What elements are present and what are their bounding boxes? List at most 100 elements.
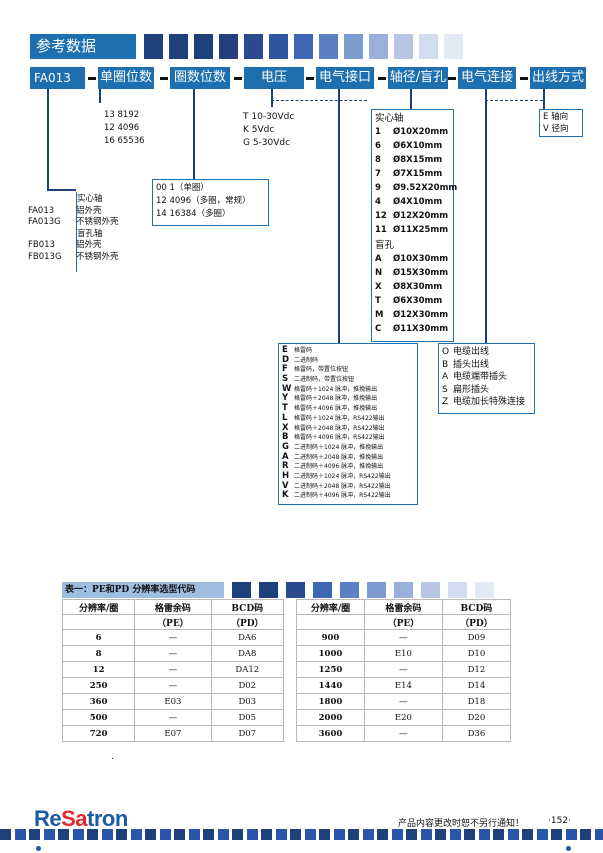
header-square <box>269 34 288 59</box>
code-dash <box>88 77 96 80</box>
code-segment: 单圈位数 <box>98 67 154 89</box>
footer-note: 产品内容更改时恕不另行通知！ <box>398 819 525 829</box>
table-header-square <box>421 582 440 598</box>
shaft-code: 11 <box>375 225 387 235</box>
connector-line <box>47 189 76 191</box>
footer-square <box>72 829 84 840</box>
multi-turn-bits-box: 00 1（单圈）12 4096（多圈，常规）14 16384（多圈） <box>152 179 269 226</box>
shaft-size: Ø4X10mm <box>393 197 443 207</box>
table-header-square <box>448 582 467 598</box>
connection-desc: 扁形插头 <box>453 384 490 395</box>
interface-code: K <box>282 490 289 501</box>
table-cell: D12 <box>441 661 512 678</box>
code-dash <box>306 77 314 80</box>
table-row: 1800—D18 <box>296 693 512 710</box>
shaft-code: 6 <box>375 141 381 151</box>
footer-square <box>362 829 374 840</box>
connection-item: S 扁形插头 <box>442 384 531 397</box>
footer-square <box>58 829 69 840</box>
interface-code: F <box>282 364 288 375</box>
header-square <box>144 34 163 59</box>
shaft-code: 8 <box>375 155 381 165</box>
model-code-text: FA013G <box>28 217 61 227</box>
interface-desc: 二进制码＋1024 脉冲，推挽输出 <box>294 443 384 451</box>
table-cell: E20 <box>363 709 443 726</box>
table-subheader: （PD） <box>210 614 285 630</box>
table-subheader: （PE） <box>134 614 212 630</box>
model-code-text: FB013 <box>28 240 55 250</box>
table-cell: — <box>134 709 212 726</box>
footer-square <box>333 829 345 840</box>
connection-desc: 插头出线 <box>453 359 490 370</box>
interface-desc: 格雷码＋1024 脉冲，推挽输出 <box>294 385 378 393</box>
table-cell: D36 <box>441 725 512 742</box>
footer-square <box>188 829 200 840</box>
table-cell: DA8 <box>210 645 285 662</box>
interface-code: L <box>282 412 288 423</box>
table-header-square <box>340 582 359 598</box>
table-header: BCD码 <box>210 599 285 615</box>
table-cell: 3600 <box>296 725 365 742</box>
connection-code: S <box>442 384 448 395</box>
table-row: 250—D02 <box>61 677 285 694</box>
single-turn-bits-item: 12 4096 <box>104 123 140 133</box>
connector-line <box>485 89 487 343</box>
header-square <box>169 34 188 59</box>
table-header-square <box>286 582 305 598</box>
shaft-size: Ø12X30mm <box>393 310 449 320</box>
table-row: 900—D09 <box>296 629 512 646</box>
table-row: 6—DA6 <box>61 629 285 646</box>
table-row: 8—DA8 <box>61 645 285 662</box>
shaft-size: Ø10X30mm <box>393 254 449 264</box>
header-square <box>319 34 338 59</box>
model-desc: 铝外壳 <box>76 205 102 216</box>
footer-decor <box>0 829 603 840</box>
code-segment: 电气接口 <box>316 67 374 89</box>
interface-desc: 二进制码，带置位按钮 <box>294 376 355 384</box>
table-cell: 8 <box>61 645 136 662</box>
multi-turn-bits-item: 12 4096（多圈，常规） <box>156 196 251 206</box>
voltage-item: G 5-30Vdc <box>243 138 291 148</box>
shaft-code: 9 <box>375 183 381 193</box>
footer-square <box>507 829 519 840</box>
table-cell: 12 <box>61 661 136 678</box>
table-header: 分辨率/圈 <box>296 599 365 615</box>
table-subheader <box>296 614 365 630</box>
table-row: 1250—D12 <box>296 661 512 678</box>
table-subheader-row: （PE）（PD） <box>61 614 285 630</box>
code-dash <box>234 77 242 80</box>
footer-square <box>522 829 533 840</box>
interface-item: G 二进制码＋1024 脉冲，推挽输出 <box>282 441 414 453</box>
code-segment: 圈数位数 <box>170 67 230 89</box>
interface-code: G <box>282 441 289 452</box>
table-cell: — <box>134 645 212 662</box>
table-cell: 6 <box>61 629 136 646</box>
shaft-code: N <box>375 268 383 278</box>
footer-square <box>145 829 156 840</box>
models-box <box>76 192 129 272</box>
connection-code: A <box>442 372 449 382</box>
table-cell: E10 <box>363 645 443 662</box>
shaft-size: Ø8X15mm <box>393 155 443 165</box>
